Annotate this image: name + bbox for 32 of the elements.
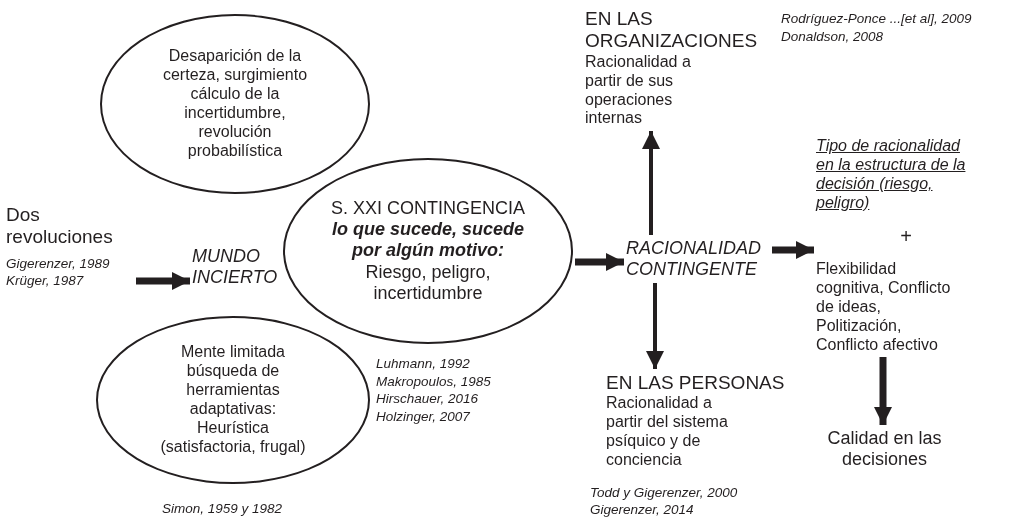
citation: Gigerenzer, 1989: [6, 254, 110, 273]
node-text: RACIONALIDAD CONTINGENTE: [626, 238, 763, 281]
citation: Todd y Gigerenzer, 2000: [590, 483, 738, 502]
citation: Krüger, 1987: [6, 272, 84, 290]
citation: Makropoulos, 1985: [376, 372, 491, 391]
node-text: Flexibilidad cognitiva, Conflicto de ideas, Politización, Conflicto afectivo: [816, 260, 952, 355]
arrow: [646, 283, 664, 369]
citation: Gigerenzer, 2014: [590, 501, 694, 519]
node-text: Mente limitada búsqueda de herramientas adaptativas: Heurística (satisfactoria, frugal): [160, 343, 306, 457]
node-text: EN LAS PERSONAS: [606, 372, 785, 395]
citation: Holzinger, 2007: [376, 407, 470, 426]
node-text: Calidad en las decisiones: [826, 428, 943, 471]
node-text: EN LAS ORGANIZACIONES: [585, 8, 759, 53]
node-text: MUNDO INCIERTO: [192, 246, 279, 289]
node-text: S. XXI CONTINGENCIA: [331, 197, 525, 220]
node-text: Racionalidad a partir del sistema psíquico y de conciencia: [606, 394, 729, 470]
node-text: Desaparición de la certeza, surgimiento cálculo de la incertidumbre, revolución probabilística: [161, 47, 309, 161]
node-text: Tipo de racionalidad en la estructura de la decisión (riesgo, peligro): [816, 137, 966, 213]
plus-sign: +: [900, 224, 912, 249]
citation: Rodríguez-Ponce ...[et al], 2009: [781, 10, 972, 28]
node-text: lo que sucede, sucede por algún motivo:: [330, 219, 526, 262]
citation: Donaldson, 2008: [781, 27, 884, 46]
citation: Hirschauer, 2016: [376, 390, 479, 408]
node-text: Dos revoluciones: [6, 204, 114, 249]
citation: Simon, 1959 y 1982: [162, 500, 283, 518]
node-text: Riesgo, peligro, incertidumbre: [364, 261, 492, 305]
arrow: [642, 131, 660, 235]
node-text: Racionalidad a partir de sus operaciones internas: [585, 52, 692, 129]
oval-node: [283, 158, 573, 344]
oval-node: [100, 14, 370, 194]
citation: Luhmann, 1992: [376, 355, 470, 373]
oval-node: [96, 316, 370, 484]
